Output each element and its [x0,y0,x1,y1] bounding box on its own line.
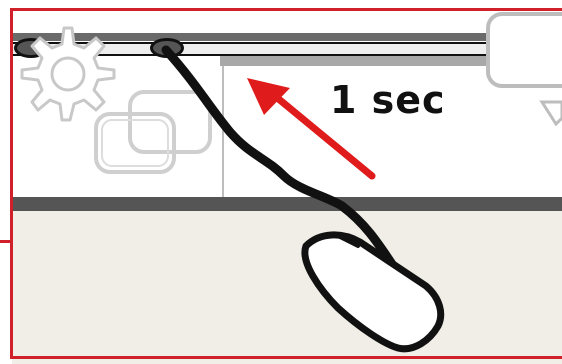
window-icon[interactable] [488,14,562,124]
rail-underline [220,56,562,66]
tools-panel [12,66,224,198]
frame-edge-marker [0,240,10,243]
top-rail-shadow [12,33,562,41]
gesture-label: 1 sec [330,78,446,122]
timeline-rail[interactable] [12,42,562,56]
bottom-divider [12,197,562,211]
left-handle[interactable] [14,38,48,58]
bottom-panel [12,211,562,364]
middle-handle[interactable] [150,38,184,58]
